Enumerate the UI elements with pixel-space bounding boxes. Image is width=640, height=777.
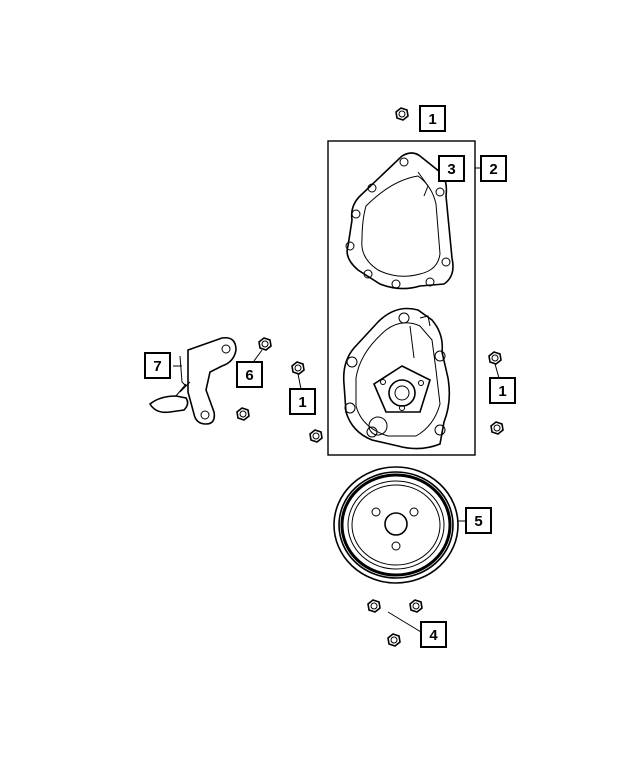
nut-mid-lower: [309, 429, 323, 443]
kit-enclosure: [327, 140, 476, 456]
callout-1-right: 1: [489, 377, 516, 404]
nut-mid-upper: [291, 361, 305, 375]
callout-5: 5: [465, 507, 492, 534]
pulley: [333, 466, 459, 584]
svg-text:5: 5: [474, 513, 482, 530]
callout-7: 7: [144, 352, 171, 379]
nut-right-upper: [488, 351, 502, 365]
svg-text:4: 4: [429, 627, 438, 644]
bolt-4-left: [367, 599, 381, 613]
svg-text:1: 1: [498, 383, 506, 400]
bolt-4-bottom: [387, 633, 401, 647]
svg-text:6: 6: [245, 367, 253, 384]
callout-6: 6: [236, 361, 263, 388]
callout-3: 3: [438, 155, 465, 182]
svg-text:1: 1: [428, 111, 436, 128]
nut-top: [395, 107, 409, 121]
svg-text:7: 7: [153, 358, 161, 375]
bracket: [148, 336, 237, 425]
gasket: [345, 152, 454, 290]
svg-text:3: 3: [447, 161, 455, 178]
nut-6-lower: [236, 407, 250, 421]
callout-1-top: 1: [419, 105, 446, 132]
svg-text:1: 1: [298, 394, 306, 411]
nut-6-upper: [258, 337, 272, 351]
callout-2: 2: [480, 155, 507, 182]
callout-4: 4: [420, 621, 447, 648]
nut-right-lower: [490, 421, 504, 435]
water-pump: [342, 307, 451, 450]
bolt-4-right: [409, 599, 423, 613]
callout-1-mid: 1: [289, 388, 316, 415]
svg-text:2: 2: [489, 161, 497, 178]
